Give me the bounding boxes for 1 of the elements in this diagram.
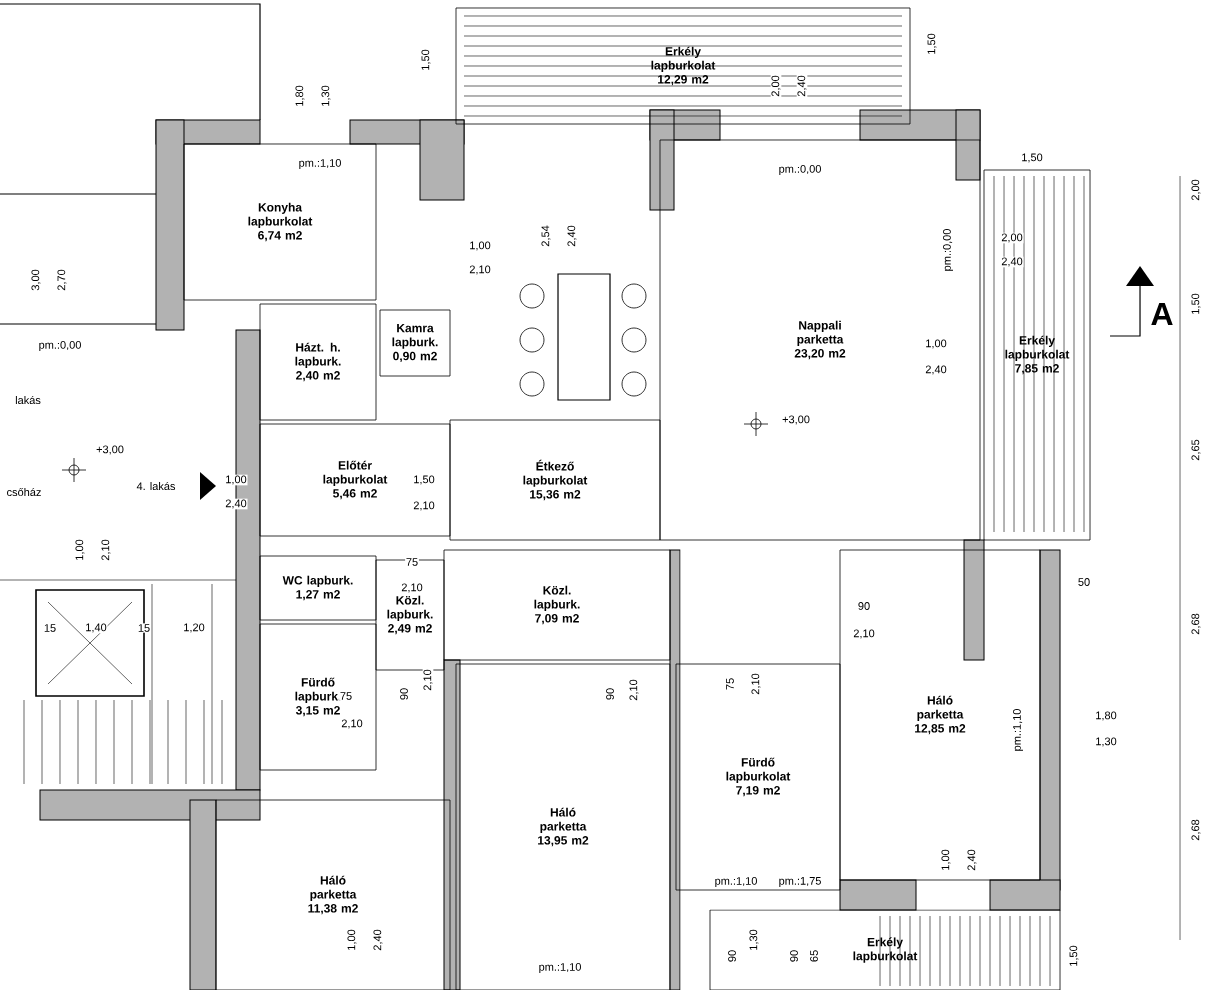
section-letter: A xyxy=(1149,302,1175,326)
